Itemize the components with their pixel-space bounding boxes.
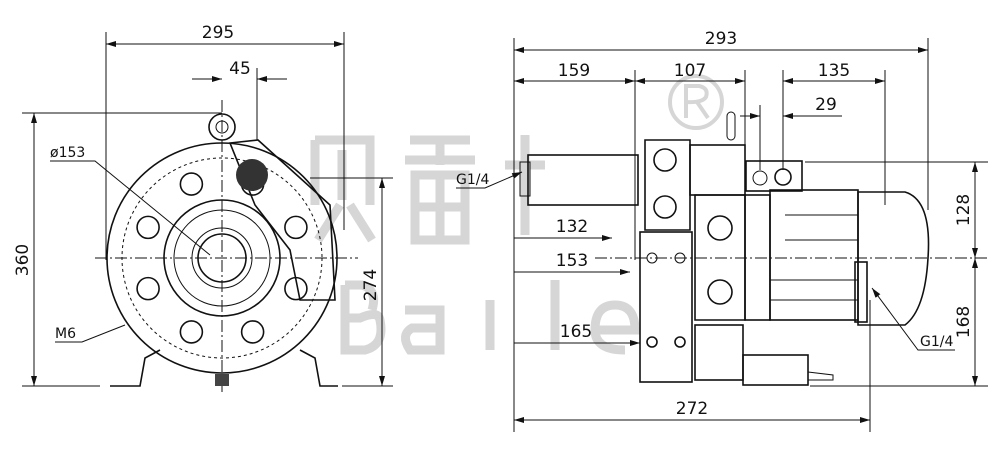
dim-159: 159 <box>558 61 590 81</box>
dim-135: 135 <box>818 61 850 81</box>
dim-168: 168 <box>954 306 974 338</box>
base-plate <box>742 354 809 386</box>
upper-flange <box>644 139 691 231</box>
dim-128: 128 <box>954 194 974 226</box>
dim-274: 274 <box>361 269 381 301</box>
dim-360: 360 <box>13 244 33 276</box>
terminal-box <box>745 160 803 192</box>
dim-45: 45 <box>229 59 251 79</box>
dim-132: 132 <box>556 217 588 237</box>
bolt-hole <box>240 320 265 344</box>
connector <box>236 159 268 191</box>
dim-107: 107 <box>674 61 706 81</box>
thread-label: M6 <box>55 326 76 342</box>
dim-295: 295 <box>202 23 234 43</box>
terminal-housing <box>228 139 336 301</box>
side-view: 293 159 107 135 29 128 168 132 153 165 2… <box>456 29 990 432</box>
bolt-hole <box>136 276 160 301</box>
dim-153: 153 <box>556 251 588 271</box>
mounting-feet <box>110 349 338 387</box>
bolt-hole <box>179 320 204 344</box>
dim-29: 29 <box>815 95 837 115</box>
bolt-hole <box>284 215 308 240</box>
dim-165: 165 <box>560 322 592 342</box>
front-view: 295 45 360 274 ø153 M6 <box>13 23 393 395</box>
dim-293: 293 <box>705 29 737 49</box>
port-label-right: G1/4 <box>920 334 953 350</box>
watermark-logo <box>310 74 724 355</box>
bracket <box>639 231 693 383</box>
port-label-left: G1/4 <box>456 172 489 188</box>
center-bore <box>197 233 247 283</box>
bolt-hole <box>179 172 204 196</box>
inlet-pipe <box>527 154 639 206</box>
bolt-hole <box>136 215 160 240</box>
motor-fan-cover <box>857 191 930 326</box>
dim-272: 272 <box>676 399 708 419</box>
eye-bolt <box>208 113 236 141</box>
housing-outline <box>106 142 338 374</box>
diameter-label: ø153 <box>50 145 85 161</box>
